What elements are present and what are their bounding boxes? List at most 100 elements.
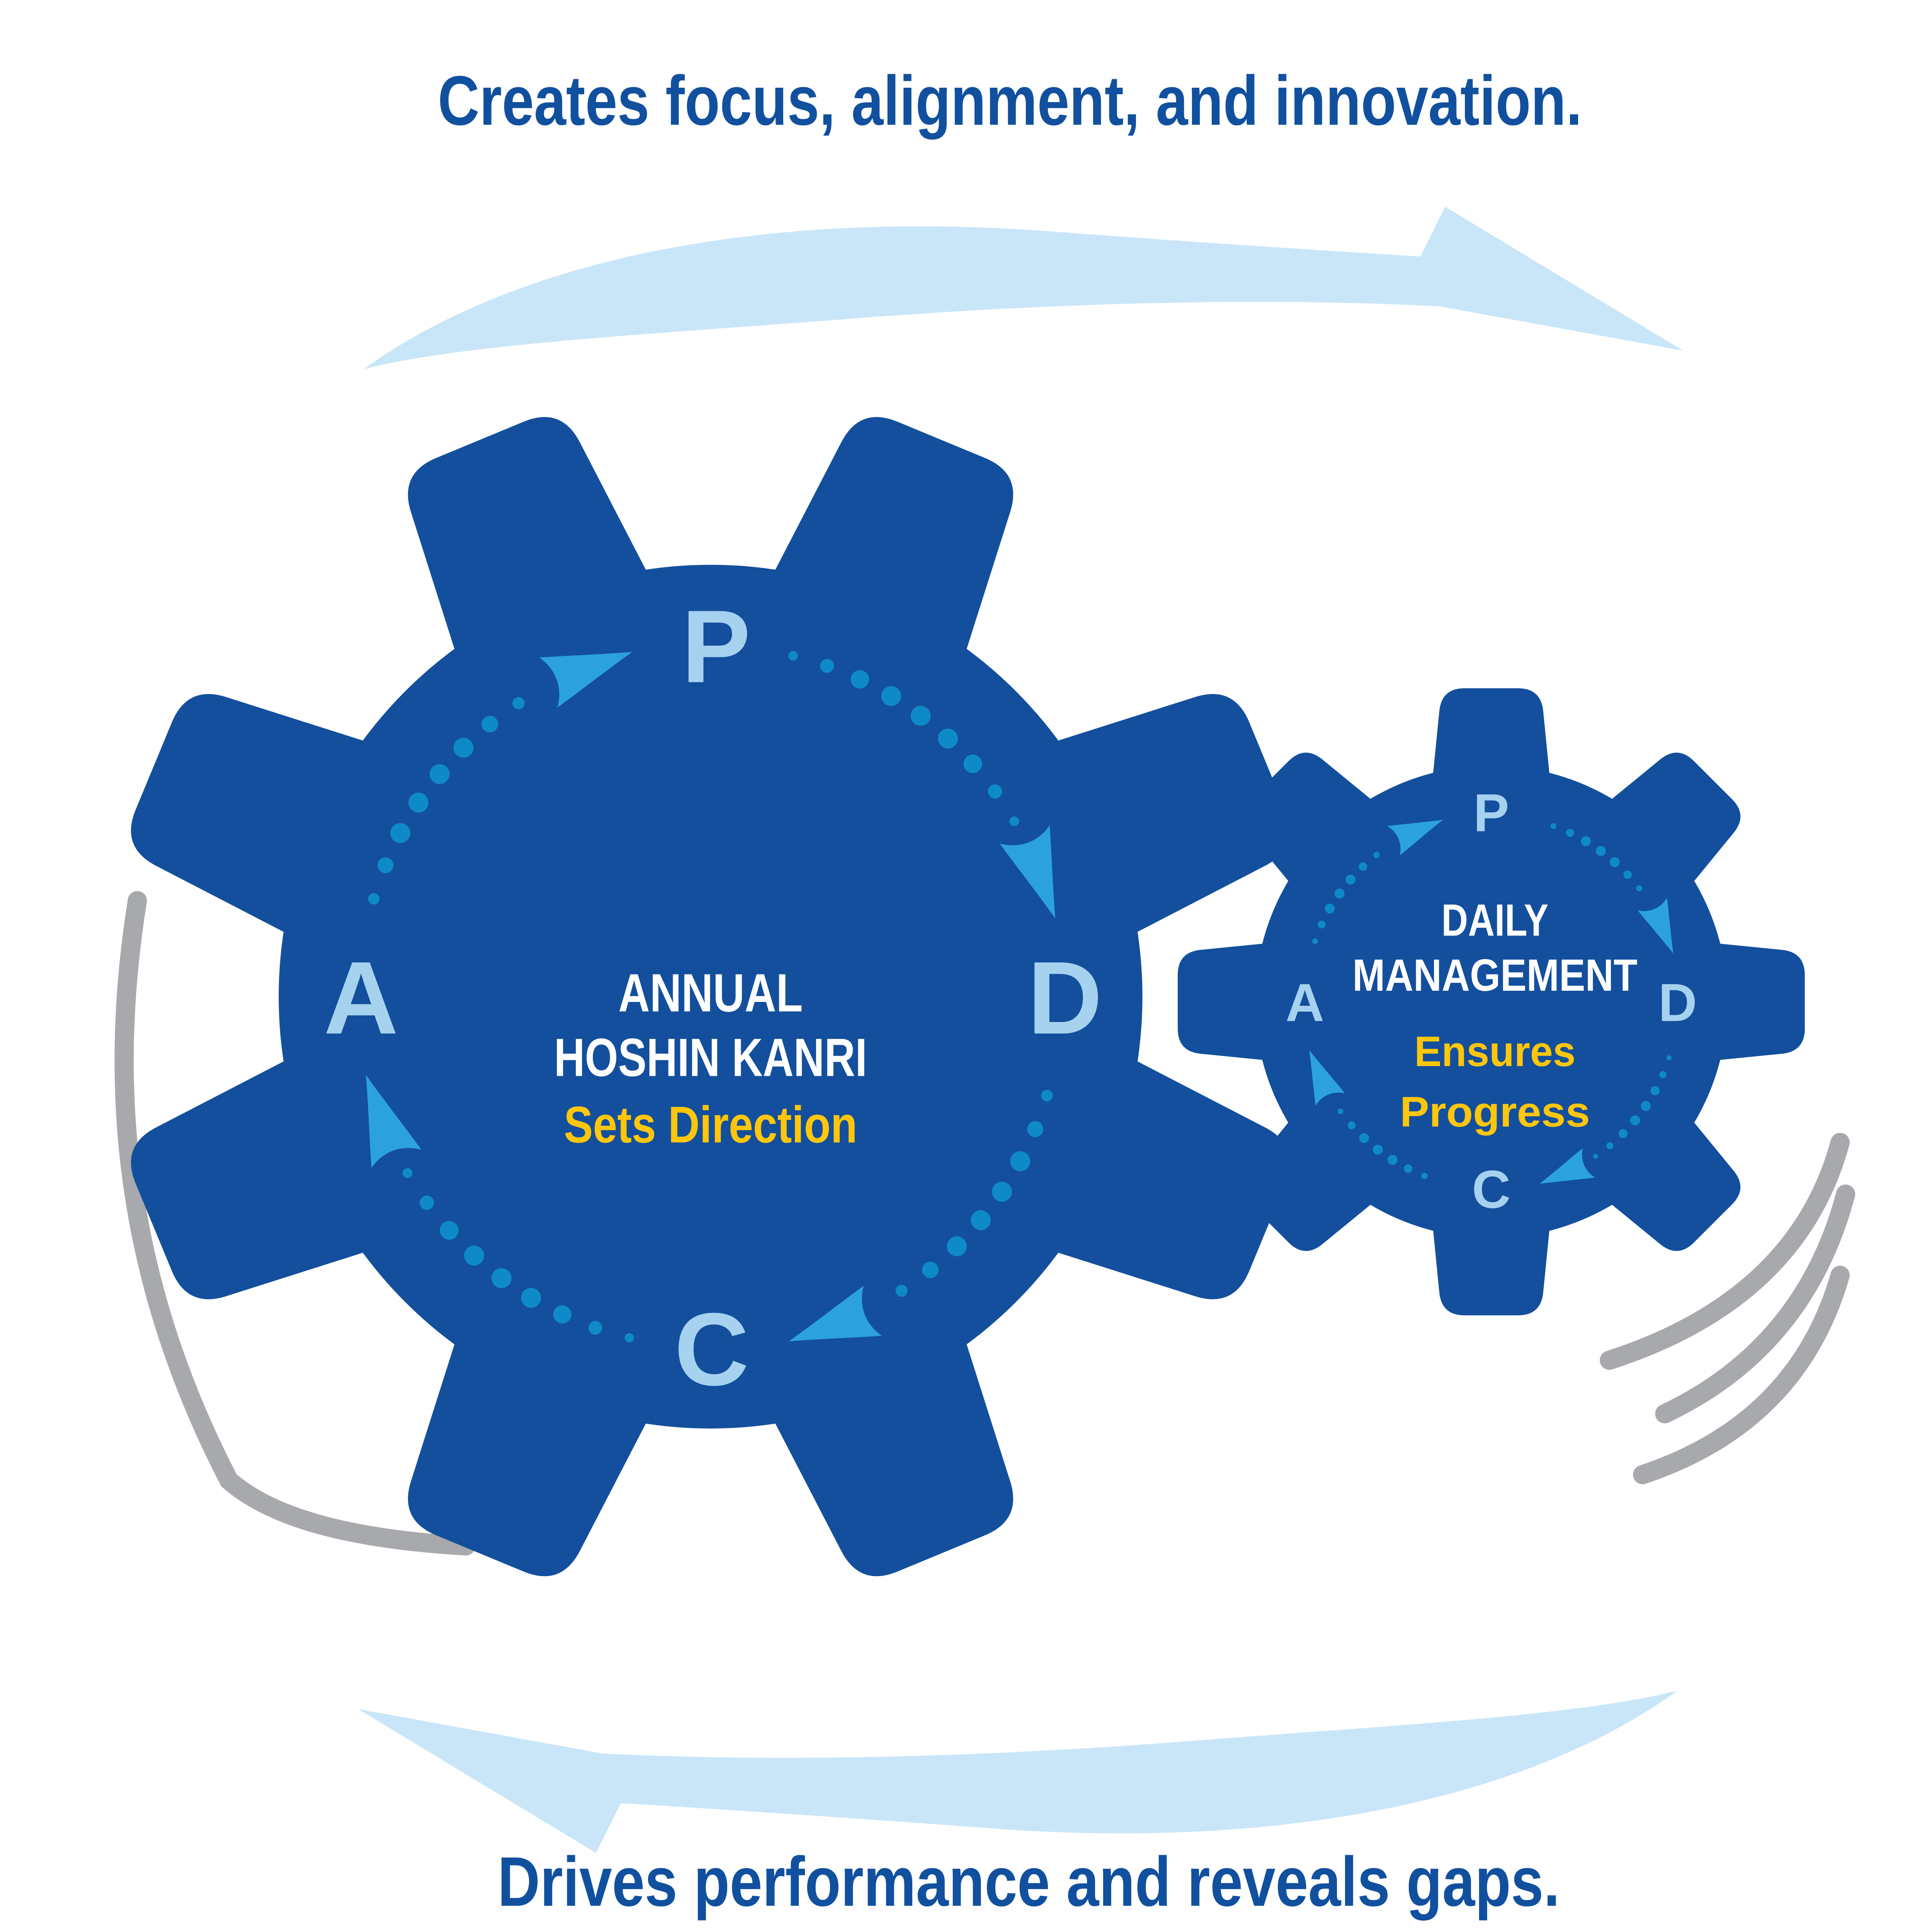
large-gear-ring-dot [850, 670, 869, 689]
large-gear-ring-dot [402, 1168, 413, 1178]
cycle-swoosh-arrow-top-icon [363, 206, 1684, 369]
large-gear-ring-dot [368, 893, 380, 905]
small-gear-title-line1: DAILY [1441, 895, 1548, 946]
motion-arc-left [114, 891, 476, 1556]
small-gear-ring-dot [1325, 903, 1335, 914]
small-gear-tooth [1701, 942, 1805, 1062]
large-gear-ring-dot [464, 1245, 484, 1266]
large-gear-ring-dot [820, 659, 834, 673]
large-gear-ring-dot [895, 1284, 908, 1297]
small-gear-ring-dot [1404, 1164, 1413, 1173]
small-gear-tooth [1242, 752, 1386, 896]
motion-arc-right-3 [1633, 1265, 1850, 1485]
small-gear-ring-dot [1641, 1101, 1651, 1111]
large-gear-tooth [408, 1311, 662, 1577]
small-gear-ring-dot [1318, 920, 1326, 929]
small-gear-ring-dot [1630, 1115, 1640, 1126]
small-gear-letter-check: C [1472, 1160, 1510, 1219]
large-gear-ring-dot [512, 697, 525, 709]
large-gear-ring-dot [988, 784, 1002, 799]
bottom-caption: Drives performance and reveals gaps. [498, 1843, 1560, 1921]
large-gear-letter-check: C [674, 1291, 749, 1407]
small-gear-ring-dot [1345, 874, 1356, 885]
large-gear-cycle-arrowhead-icon [539, 652, 633, 707]
small-gear-ring-dot [1666, 1055, 1672, 1061]
small-gear-ring-dot [1373, 852, 1380, 858]
large-gear-tooth [408, 417, 662, 683]
small-gear-cycle-arrowhead-icon [1638, 898, 1673, 954]
small-gear-ring-dot [1372, 1145, 1383, 1155]
small-gear-subtitle-line1: Ensures [1414, 1028, 1575, 1075]
small-gear-letter-act: A [1286, 973, 1324, 1032]
large-gear-letter-act: A [324, 940, 398, 1056]
large-gear-title-line1: ANNUAL [618, 963, 803, 1023]
small-gear-ring-dot [1623, 870, 1632, 879]
small-gear-ring-dot [1550, 823, 1556, 829]
small-gear-letter-plan: P [1473, 783, 1509, 843]
top-caption: Creates focus, alignment, and innovation… [438, 62, 1582, 140]
large-gear-cycle-arrowhead-icon [1000, 825, 1055, 918]
large-gear-tooth [131, 694, 396, 948]
small-gear-tooth [1597, 1107, 1741, 1251]
large-gear [131, 417, 1290, 1577]
large-gear-body [279, 565, 1143, 1429]
small-gear-ring-dot [1312, 938, 1318, 944]
large-gear-ring-dot [440, 1221, 459, 1240]
large-gear-ring-dot [521, 1288, 541, 1308]
small-gear-ring-dot [1421, 1172, 1428, 1179]
large-gear-ring-dot [881, 686, 901, 706]
large-gear-cycle-arrowhead-icon [366, 1075, 422, 1168]
small-gear-tooth [1177, 942, 1282, 1062]
small-gear [1177, 688, 1805, 1316]
decor-layer [114, 206, 1855, 1853]
large-gear-ring-dot [938, 728, 958, 749]
small-gear-ring-dot [1650, 1086, 1660, 1095]
large-gear-ring-dot [481, 716, 498, 733]
small-gear-ring-dot [1659, 1071, 1667, 1078]
small-gear-ring-dot [1581, 836, 1591, 846]
large-gear-ring-dot [922, 1262, 939, 1278]
small-gear-ring-dot [1359, 1133, 1369, 1143]
large-gear-ring-dot [971, 1210, 991, 1230]
small-gear-tooth [1597, 752, 1741, 896]
large-gear-tooth [759, 417, 1014, 683]
small-gear-ring-dot [1636, 885, 1643, 892]
small-gear-ring-dot [1610, 857, 1620, 867]
large-gear-ring-dot [1009, 816, 1019, 827]
large-gear-ring-dot [624, 1333, 634, 1343]
large-gear-ring-dot [553, 1305, 571, 1324]
small-gear-tooth [1431, 1211, 1551, 1316]
large-gear-subtitle: Sets Direction [564, 1096, 857, 1154]
large-gear-letter-do: D [1027, 940, 1102, 1056]
large-gear-tooth [759, 1311, 1014, 1577]
large-gear-ring-dot [947, 1236, 967, 1257]
small-gear-tooth [1431, 688, 1551, 793]
small-gear-body [1255, 765, 1728, 1238]
large-gear-ring-dot [377, 857, 394, 873]
large-gear-tooth [1024, 1045, 1290, 1299]
large-gear-ring-dot [788, 651, 798, 661]
motion-arc-right-2 [1655, 1184, 1855, 1423]
small-gear-ring-dot [1337, 1108, 1344, 1114]
large-gear-ring-dot [429, 764, 450, 784]
small-gear-ring-dot [1618, 1129, 1628, 1138]
small-gear-subtitle-line2: Progress [1400, 1088, 1590, 1136]
large-gear-ring-dot [588, 1321, 602, 1335]
small-gear-cycle-arrowhead-icon [1309, 1050, 1345, 1106]
large-gear-title-line2: HOSHIN KANRI [554, 1027, 867, 1088]
large-gear-letter-plan: P [682, 588, 750, 704]
small-gear-ring-dot [1387, 1155, 1398, 1165]
large-gear-ring-dot [1027, 1121, 1043, 1137]
small-gear-ring-dot [1334, 888, 1345, 899]
small-gear-title-line2: MANAGEMENT [1352, 950, 1637, 1000]
small-gear-ring-dot [1593, 1154, 1598, 1159]
small-gear-ring-dot [1606, 1142, 1614, 1149]
cycle-swoosh-arrow-bottom-icon [358, 1690, 1678, 1853]
small-gear-ring-dot [1566, 829, 1574, 837]
large-gear-ring-dot [992, 1182, 1012, 1202]
large-gear-ring-dot [390, 823, 410, 843]
small-gear-tooth [1242, 1107, 1386, 1251]
large-gear-ring-dot [1010, 1151, 1031, 1172]
